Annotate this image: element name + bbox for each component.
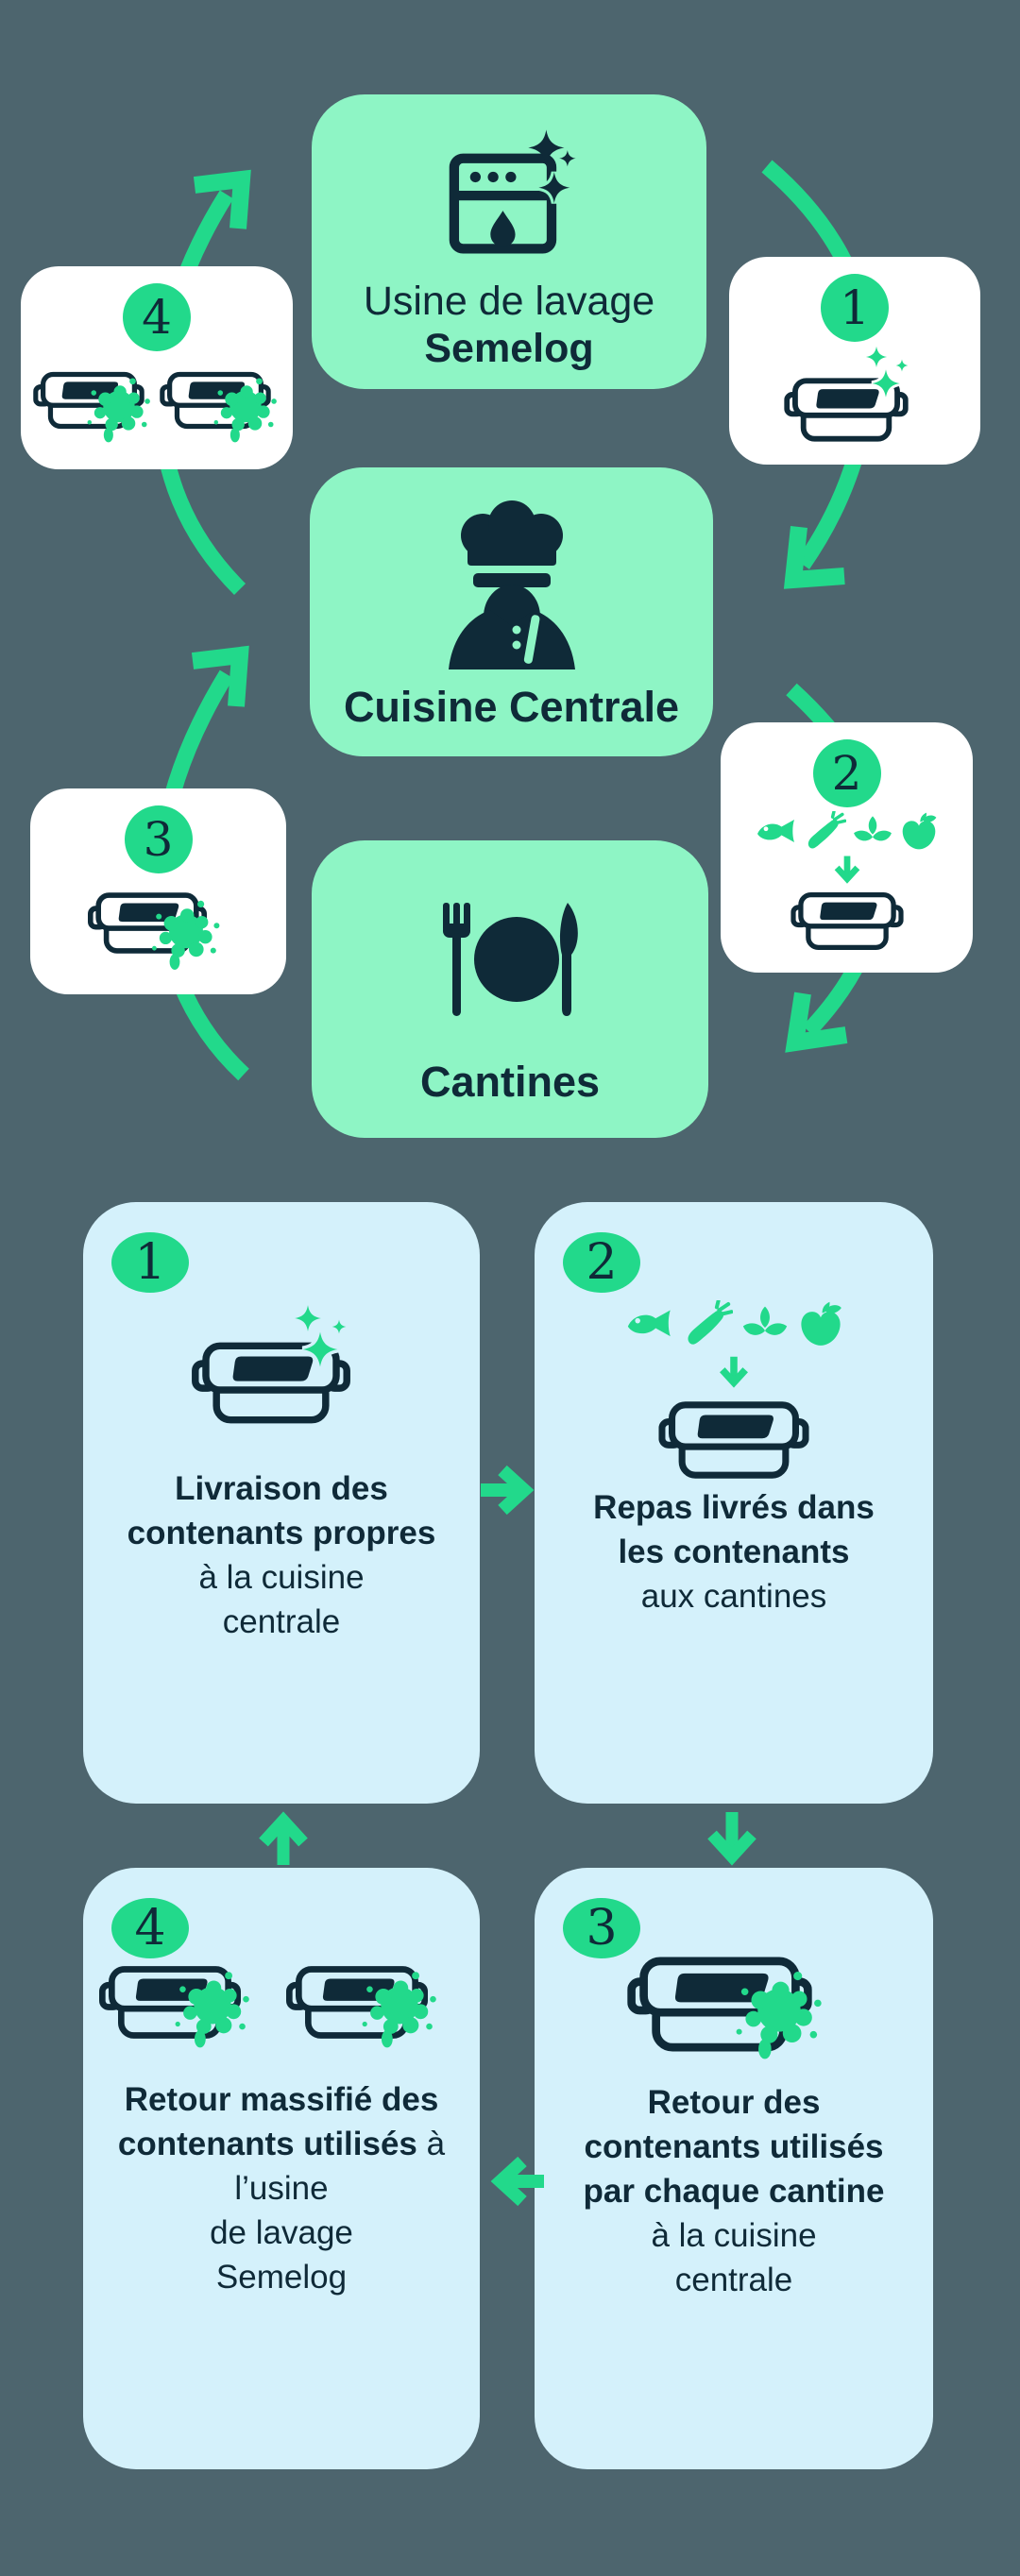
splat-icon xyxy=(209,374,282,448)
plant-icon xyxy=(851,815,894,850)
clean-container-sparkles-icon xyxy=(784,347,926,446)
arrowhead-usine-to-cuisine xyxy=(783,526,845,589)
carrot-icon xyxy=(684,1300,733,1349)
cycle-badge-4: 4 xyxy=(21,266,293,469)
two-dirty-containers-icon xyxy=(33,363,280,457)
step-1-text: Livraison des contenants propres à la cu… xyxy=(108,1466,455,1644)
splat-icon xyxy=(146,896,226,975)
step-1-text-bold: Livraison des contenants propres xyxy=(127,1470,436,1551)
sparkle-icon xyxy=(294,1304,322,1332)
splat-icon xyxy=(356,1967,443,2054)
sparkle-icon xyxy=(301,1330,339,1368)
splat-icon xyxy=(82,374,156,448)
plant-icon xyxy=(740,1305,790,1346)
dirty-container-icon xyxy=(88,883,230,981)
two-dirty-containers-icon xyxy=(83,1957,480,2073)
step-4-text: Retour massifié des contenants utilisés … xyxy=(115,2077,448,2299)
fish-icon xyxy=(755,817,800,848)
dirty-container-icon xyxy=(627,1951,841,2077)
dirty-container-icon xyxy=(33,363,154,457)
container-icon xyxy=(790,889,904,954)
step-3-text: Retour des contenants utilisés par chaqu… xyxy=(573,2080,894,2302)
arrowhead-cantines-to-cuisine xyxy=(191,645,249,707)
cycle-badge-3-number: 3 xyxy=(124,805,193,873)
arrowhead-cuisine-to-usine xyxy=(193,169,251,229)
station-cantines: Cantines xyxy=(312,840,708,1138)
container-icon xyxy=(658,1397,809,1483)
sparkle-icon xyxy=(871,368,901,398)
station-cuisine-centrale: Cuisine Centrale xyxy=(310,467,713,756)
arrow-step3-to-step4 xyxy=(488,2155,547,2208)
step-3-text-bold: Retour des contenants utilisés par chaqu… xyxy=(583,2084,885,2210)
step-card-4: 4 Retour massifié des contenants utilisé… xyxy=(83,1868,480,2469)
dirty-container-icon xyxy=(286,1957,464,2073)
arrow-food-into-container-icon xyxy=(831,855,863,885)
cycle-badge-3: 3 xyxy=(30,788,286,994)
arrow-step4-to-step1 xyxy=(257,1809,310,1868)
station-cuisine-title: Cuisine Centrale xyxy=(343,683,680,731)
food-icons xyxy=(624,1300,844,1349)
clean-container-sparkles-icon xyxy=(192,1304,371,1429)
food-filling-container-icon xyxy=(535,1300,933,1483)
arrowhead-cuisine-to-cantines xyxy=(785,991,848,1053)
step-1-number: 1 xyxy=(111,1232,189,1293)
food-icons xyxy=(755,811,939,853)
step-card-1: 1 Livraison des contenants propres à la … xyxy=(83,1202,480,1804)
step-card-3: 3 Retour des contenants utilisés par cha… xyxy=(535,1868,933,2469)
step-4-text-bold: Retour massifié des contenants utilisés xyxy=(117,2081,439,2162)
washing-machine-icon xyxy=(449,129,576,254)
splat-icon xyxy=(169,1967,256,2054)
step-card-2: 2 Repas livrés dans les contenants aux c… xyxy=(535,1202,933,1804)
step-4-text-regular: à l’usine de lavage Semelog xyxy=(210,2126,446,2296)
step-2-number: 2 xyxy=(563,1232,640,1293)
step-4-number: 4 xyxy=(111,1898,189,1958)
cycle-badge-2-number: 2 xyxy=(812,739,881,807)
step-2-text-bold: Repas livrés dans les contenants xyxy=(593,1489,875,1570)
fish-icon xyxy=(624,1307,677,1343)
arrow-step2-to-step3 xyxy=(706,1809,758,1868)
cycle-badge-1-number: 1 xyxy=(821,274,889,342)
carrot-icon xyxy=(805,811,846,853)
step-2-text-regular: aux cantines xyxy=(640,1578,827,1615)
cycle-badge-1: 1 xyxy=(729,257,980,465)
step-3-number: 3 xyxy=(563,1898,640,1958)
apple-icon xyxy=(797,1301,844,1348)
plate-cutlery-icon xyxy=(443,903,578,1016)
step-3-text-regular: à la cuisine centrale xyxy=(651,2217,817,2298)
cycle-badge-2: 2 xyxy=(721,722,973,973)
station-usine-title-line2: Semelog xyxy=(424,326,594,371)
apple-icon xyxy=(899,812,939,852)
splat-icon xyxy=(729,1966,829,2066)
dirty-container-icon xyxy=(160,363,280,457)
station-usine-de-lavage: Usine de lavage Semelog xyxy=(312,94,706,389)
arrow-step1-to-step2 xyxy=(478,1464,536,1517)
cycle-badge-4-number: 4 xyxy=(123,283,191,351)
step-2-text: Repas livrés dans les contenants aux can… xyxy=(587,1485,880,1618)
sparkle-icon xyxy=(865,346,888,368)
step-1-text-regular: à la cuisine centrale xyxy=(198,1559,365,1640)
arrow-food-into-container-icon xyxy=(716,1355,752,1389)
station-cantines-title: Cantines xyxy=(419,1058,601,1106)
station-usine-title-line1: Usine de lavage xyxy=(363,279,655,324)
dirty-container-icon xyxy=(99,1957,277,2073)
chef-icon xyxy=(448,500,575,669)
